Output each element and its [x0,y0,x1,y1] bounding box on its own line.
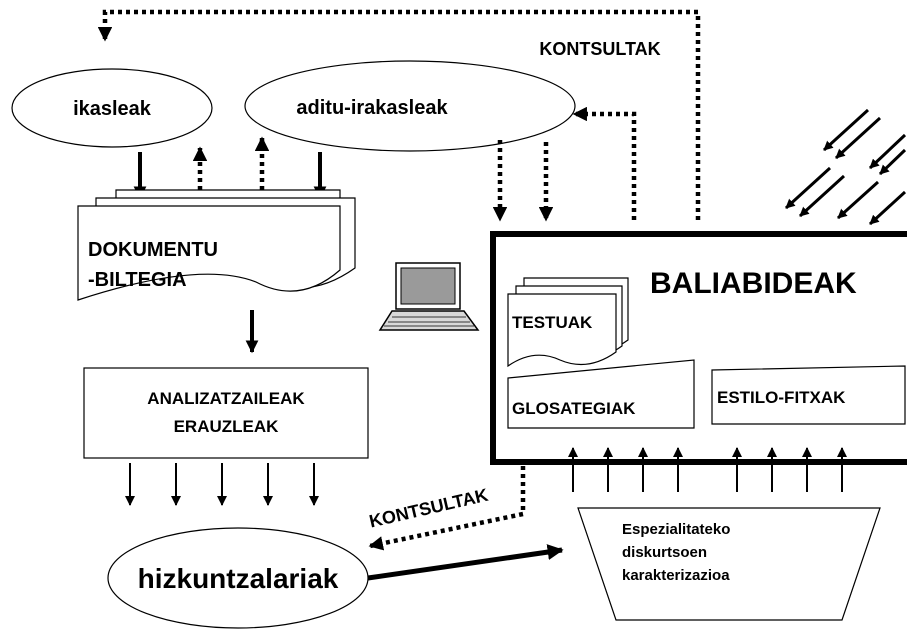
queries-loop-top [97,9,701,220]
document-repository-node [77,189,356,301]
laptop-icon [378,262,480,331]
incoming-arrows [784,108,907,226]
characterization-label-2: diskurtsoen [622,544,707,561]
students-node [11,68,213,148]
texts-label: TESTUAK [512,313,593,332]
glossaries-label: GLOSATEGIAK [512,399,636,418]
characterization-node [577,507,881,621]
queries-loop-bottom [368,458,526,551]
queries-label-top: KONTSULTAK [539,39,660,59]
characterization-label-1: Espezialitateko [622,521,730,538]
document-repository-label-2: -BILTEGIA [88,269,187,291]
style-sheets-label: ESTILO-FITXAK [717,388,846,407]
arrow-resources-to-experts [572,106,637,220]
texts-node [507,277,629,368]
analyzers-label-2: ERAUZLEAK [174,417,280,436]
style-sheets-node [711,365,906,425]
analyzers-node [83,367,369,459]
queries-label-bottom: KONTSULTAK [367,485,490,532]
arrow-linguists-to-characterization [367,544,564,581]
expert-teachers-label: aditu-irakasleak [296,97,448,119]
resources-title: BALIABIDEAK [650,267,857,300]
analyzers-label-1: ANALIZATZAILEAK [147,389,305,408]
students-label: ikasleak [73,98,152,120]
linguists-label: hizkuntzalariak [138,563,339,594]
document-repository-label-1: DOKUMENTU [88,239,218,261]
glossaries-node [507,359,695,429]
characterization-label-3: karakterizazioa [622,567,730,584]
expert-teachers-node [244,60,576,152]
